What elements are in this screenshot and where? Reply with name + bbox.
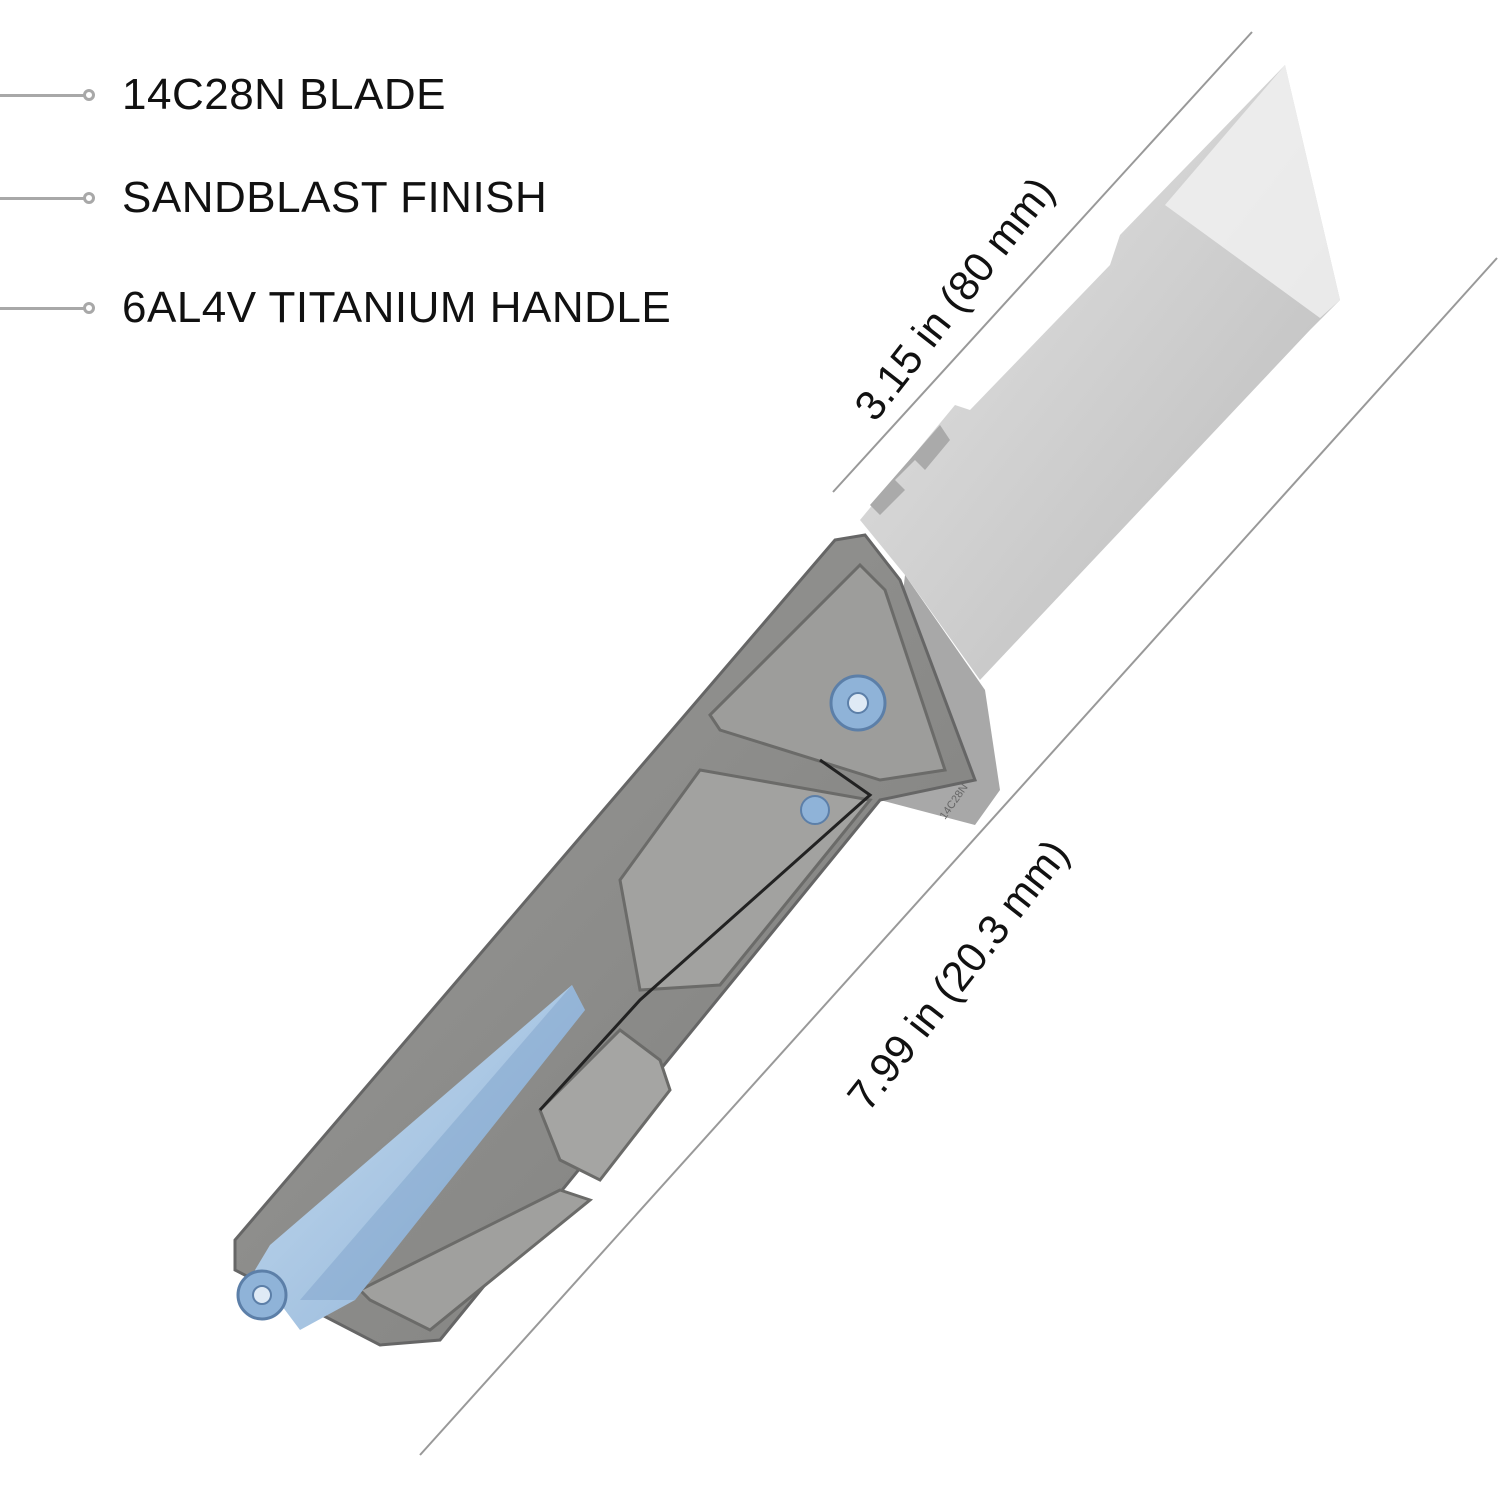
leader-line [0,306,84,310]
blade-length-dimension-line [832,31,1253,493]
pocket-clip-facet [300,985,585,1300]
spec-handle: 6AL4V TITANIUM HANDLE [0,283,671,332]
overall-length-dimension-line [419,257,1498,1456]
spec-label: 6AL4V TITANIUM HANDLE [122,283,672,332]
bullet-circle-icon [83,89,95,101]
spec-finish: SANDBLAST FINISH [0,173,547,222]
handle-screw-icon [800,795,830,825]
blade-jimping [870,425,950,515]
leader-line [0,196,84,200]
handle-pocket-triangle [708,562,947,782]
handle-pocket-lower [357,1188,594,1332]
blade-bevel [1165,65,1340,318]
spec-label: SANDBLAST FINISH [122,173,548,222]
bullet-circle-icon [83,302,95,314]
spec-label: 14C28N BLADE [122,70,446,119]
lock-bar-cutout [538,758,873,1112]
spec-blade-steel: 14C28N BLADE [0,70,446,119]
bullet-circle-icon [83,192,95,204]
handle-pocket-middle [618,768,873,992]
leader-line [0,93,84,97]
